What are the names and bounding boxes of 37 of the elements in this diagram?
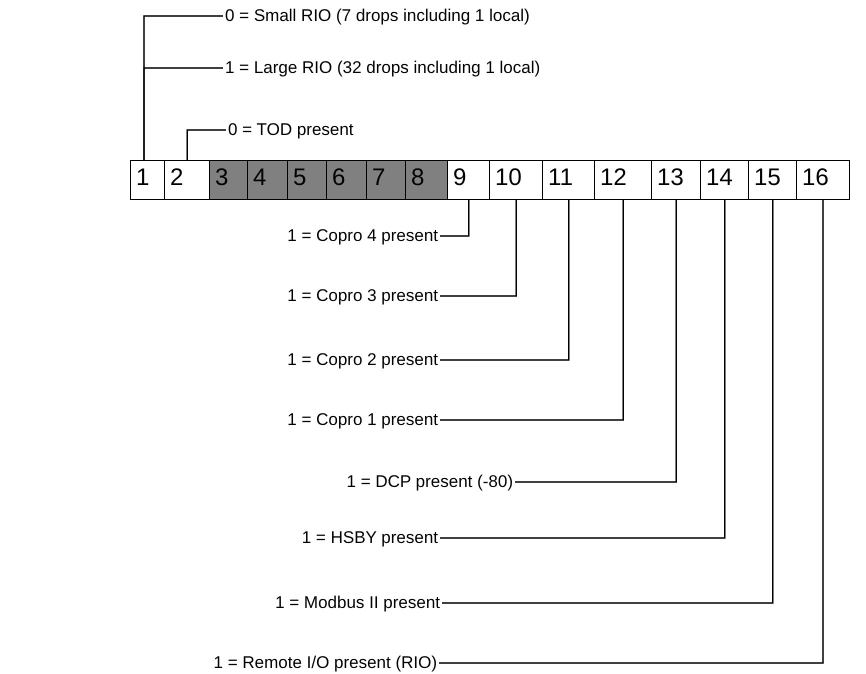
bit-cell: 16 — [796, 160, 850, 200]
leader-line — [440, 200, 726, 539]
bit-cell: 3 — [209, 160, 248, 200]
bit-cell: 14 — [700, 160, 750, 200]
leader-line — [440, 200, 624, 421]
bit-description: 1 = Copro 1 present — [287, 410, 438, 430]
bit-description: 0 = TOD present — [228, 120, 354, 140]
leader-line — [440, 200, 517, 297]
bit-cell: 13 — [651, 160, 702, 200]
bit-cell: 4 — [247, 160, 288, 200]
bit-cell: 11 — [542, 160, 596, 200]
bit-description: 1 = Copro 3 present — [287, 286, 438, 306]
bit-cell: 1 — [130, 160, 166, 200]
leader-line — [439, 200, 824, 664]
leader-line — [440, 200, 470, 237]
bit-cell: 2 — [164, 160, 210, 200]
leader-line — [440, 200, 570, 361]
bit-cell: 5 — [287, 160, 328, 200]
bit-cell: 9 — [447, 160, 490, 200]
leader-line — [143, 67, 223, 160]
bit-description: 0 = Small RIO (7 drops including 1 local) — [225, 6, 530, 26]
bit-cell: 15 — [748, 160, 798, 200]
bit-description: 1 = Copro 2 present — [287, 350, 438, 370]
leader-line — [442, 200, 774, 604]
bit-description: 1 = HSBY present — [302, 528, 438, 548]
bit-description: 1 = Large RIO (32 drops including 1 local) — [225, 58, 540, 78]
leader-line — [186, 129, 226, 160]
bit-description: 1 = DCP present (-80) — [346, 472, 513, 492]
leader-line — [515, 200, 677, 483]
bit-cell: 8 — [405, 160, 448, 200]
bit-cell: 7 — [366, 160, 406, 200]
bit-cell: 6 — [326, 160, 368, 200]
bit-description: 1 = Modbus II present — [275, 593, 440, 613]
bit-cell: 10 — [489, 160, 544, 200]
bit-description: 1 = Copro 4 present — [287, 226, 438, 246]
bit-description: 1 = Remote I/O present (RIO) — [214, 653, 437, 673]
bit-cell: 12 — [594, 160, 652, 200]
